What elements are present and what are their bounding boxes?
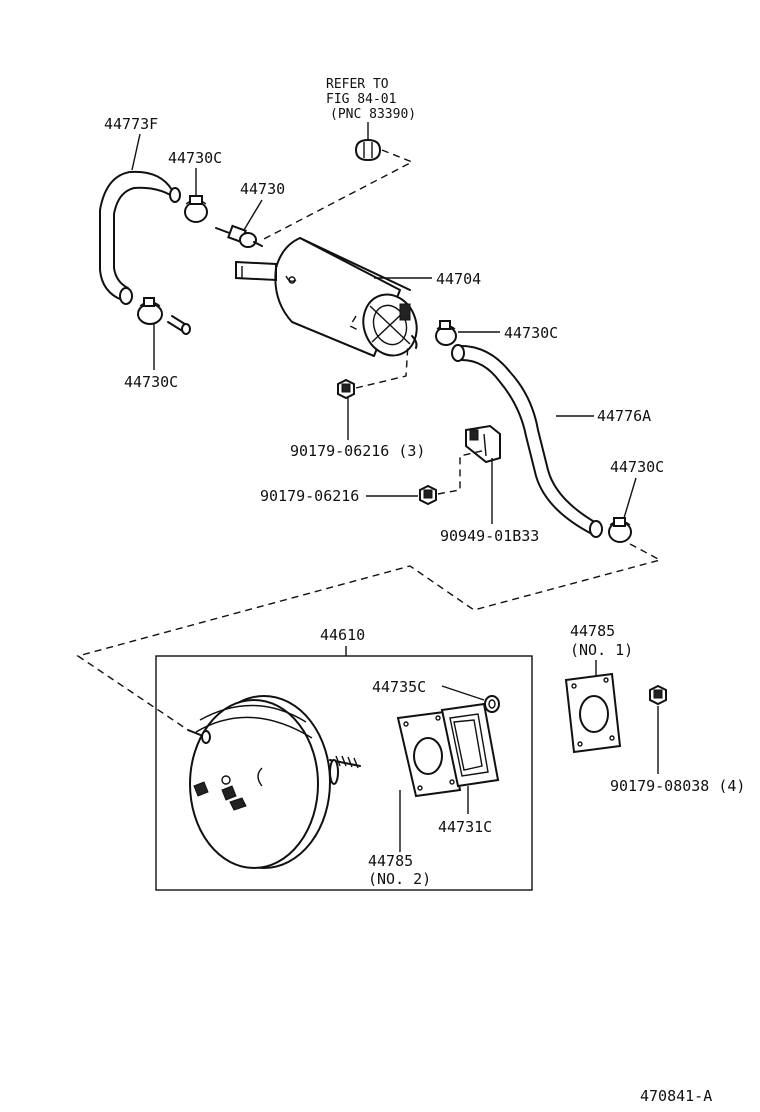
dash-nut-to-bracket [437, 449, 487, 495]
vacuum-tank-part [235, 237, 418, 357]
label-44730C-left-bottom: 44730C [124, 373, 178, 391]
label-plate-no1-num: 44785 [570, 622, 615, 640]
label-44704: 44704 [436, 270, 481, 288]
label-44730C-right-top: 44730C [504, 324, 558, 342]
label-nut-booster: 90179-08038 (4) [610, 777, 745, 795]
clamp-right-top-part [435, 320, 457, 346]
figure-id: 470841-A [640, 1087, 712, 1105]
leader-44735C [441, 685, 485, 701]
label-44735C: 44735C [372, 678, 426, 696]
label-44731C: 44731C [438, 818, 492, 836]
leader-44773F [131, 133, 141, 171]
grommet-part [354, 138, 382, 162]
clamp-right-bottom-part [608, 517, 632, 543]
label-44776A: 44776A [597, 407, 651, 425]
label-plate-no2-num: 44785 [368, 852, 413, 870]
clamp-left-bottom-part [137, 297, 163, 325]
label-plate-no2-sub: (NO. 2) [368, 870, 431, 888]
brake-booster-part [187, 695, 361, 869]
nut-bracket-part [419, 484, 437, 506]
label-bracket: 90949-01B33 [440, 527, 539, 545]
nut-tank-part [337, 378, 355, 400]
ring-44735C-part [484, 695, 500, 713]
check-valve-part [215, 224, 263, 248]
plate-no2-part [396, 710, 462, 798]
plate-no1-part [564, 672, 622, 754]
dash-nut-to-tank [355, 343, 409, 389]
right-hose-part [451, 344, 603, 538]
clamp-left-top-part [184, 195, 208, 223]
refer-note-line3: (PNC 83390) [330, 107, 416, 122]
leader-44730C-right-bottom [623, 477, 637, 519]
left-hose-part [99, 170, 181, 305]
label-44730C-right-bottom: 44730C [610, 458, 664, 476]
booster-assy-box [155, 655, 533, 891]
label-nut-bracket: 90179-06216 [260, 487, 359, 505]
label-plate-no1-sub: (NO. 1) [570, 641, 633, 659]
label-44730: 44730 [240, 180, 285, 198]
refer-note-line1: REFER TO [326, 77, 389, 92]
leader-44730 [243, 199, 263, 231]
bracket-part [465, 424, 501, 464]
small-pipe-part [167, 315, 191, 335]
label-44730C-left-top: 44730C [168, 149, 222, 167]
dash-hose-to-booster [76, 543, 662, 731]
refer-note-line2: FIG 84-01 [326, 92, 396, 107]
label-nut-tank: 90179-06216 (3) [290, 442, 425, 460]
nut-booster-part [649, 684, 667, 706]
gasket-44731C-part [440, 702, 500, 788]
label-44773F: 44773F [104, 115, 158, 133]
dash-grommet-to-tank [261, 149, 414, 241]
label-44610: 44610 [320, 626, 365, 644]
